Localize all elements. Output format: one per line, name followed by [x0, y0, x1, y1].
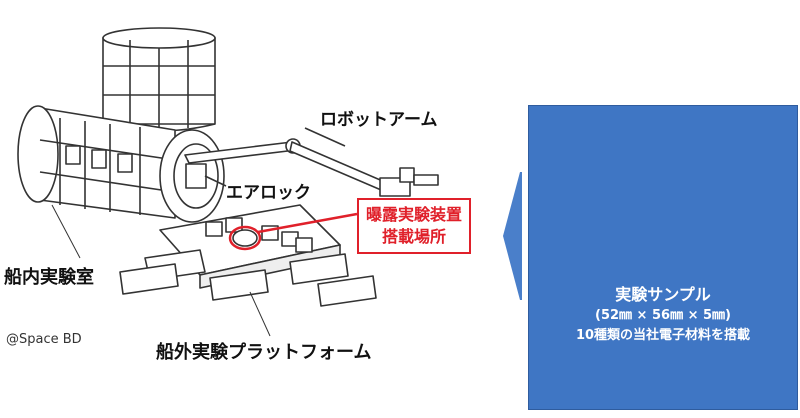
airlock-structure: [159, 129, 227, 223]
airlock-label: エアロック: [226, 183, 311, 203]
callout-line-2: 搭載場所: [381, 227, 446, 246]
highlight-marker: [228, 212, 358, 251]
exposed-facility-label: 船外実験プラットフォーム: [156, 342, 372, 363]
pressurized-module-label: 船内実験室: [4, 267, 94, 288]
sample-description: 10種類の当社電子材料を搭載: [575, 328, 751, 343]
sample-dimensions: (52㎜ × 56㎜ × 5㎜): [595, 308, 731, 323]
sample-panel: [528, 105, 798, 410]
pointer-arrow: [503, 172, 522, 300]
sample-title: 実験サンプル: [615, 285, 711, 304]
robot-arm-label: ロボットアーム: [320, 110, 438, 130]
sample-caption: 実験サンプル (52㎜ × 56㎜ × 5㎜) 10種類の当社電子材料を搭載: [528, 284, 798, 346]
image-credit: @Space BD: [6, 332, 82, 347]
exposed-facility: [119, 204, 377, 307]
mounting-location-callout: 曝露実験装置 搭載場所: [357, 198, 471, 254]
logistics-module: [102, 27, 216, 132]
callout-line-1: 曝露実験装置: [365, 205, 462, 224]
pressurized-module: [17, 105, 176, 219]
robot-arm: [184, 127, 439, 197]
